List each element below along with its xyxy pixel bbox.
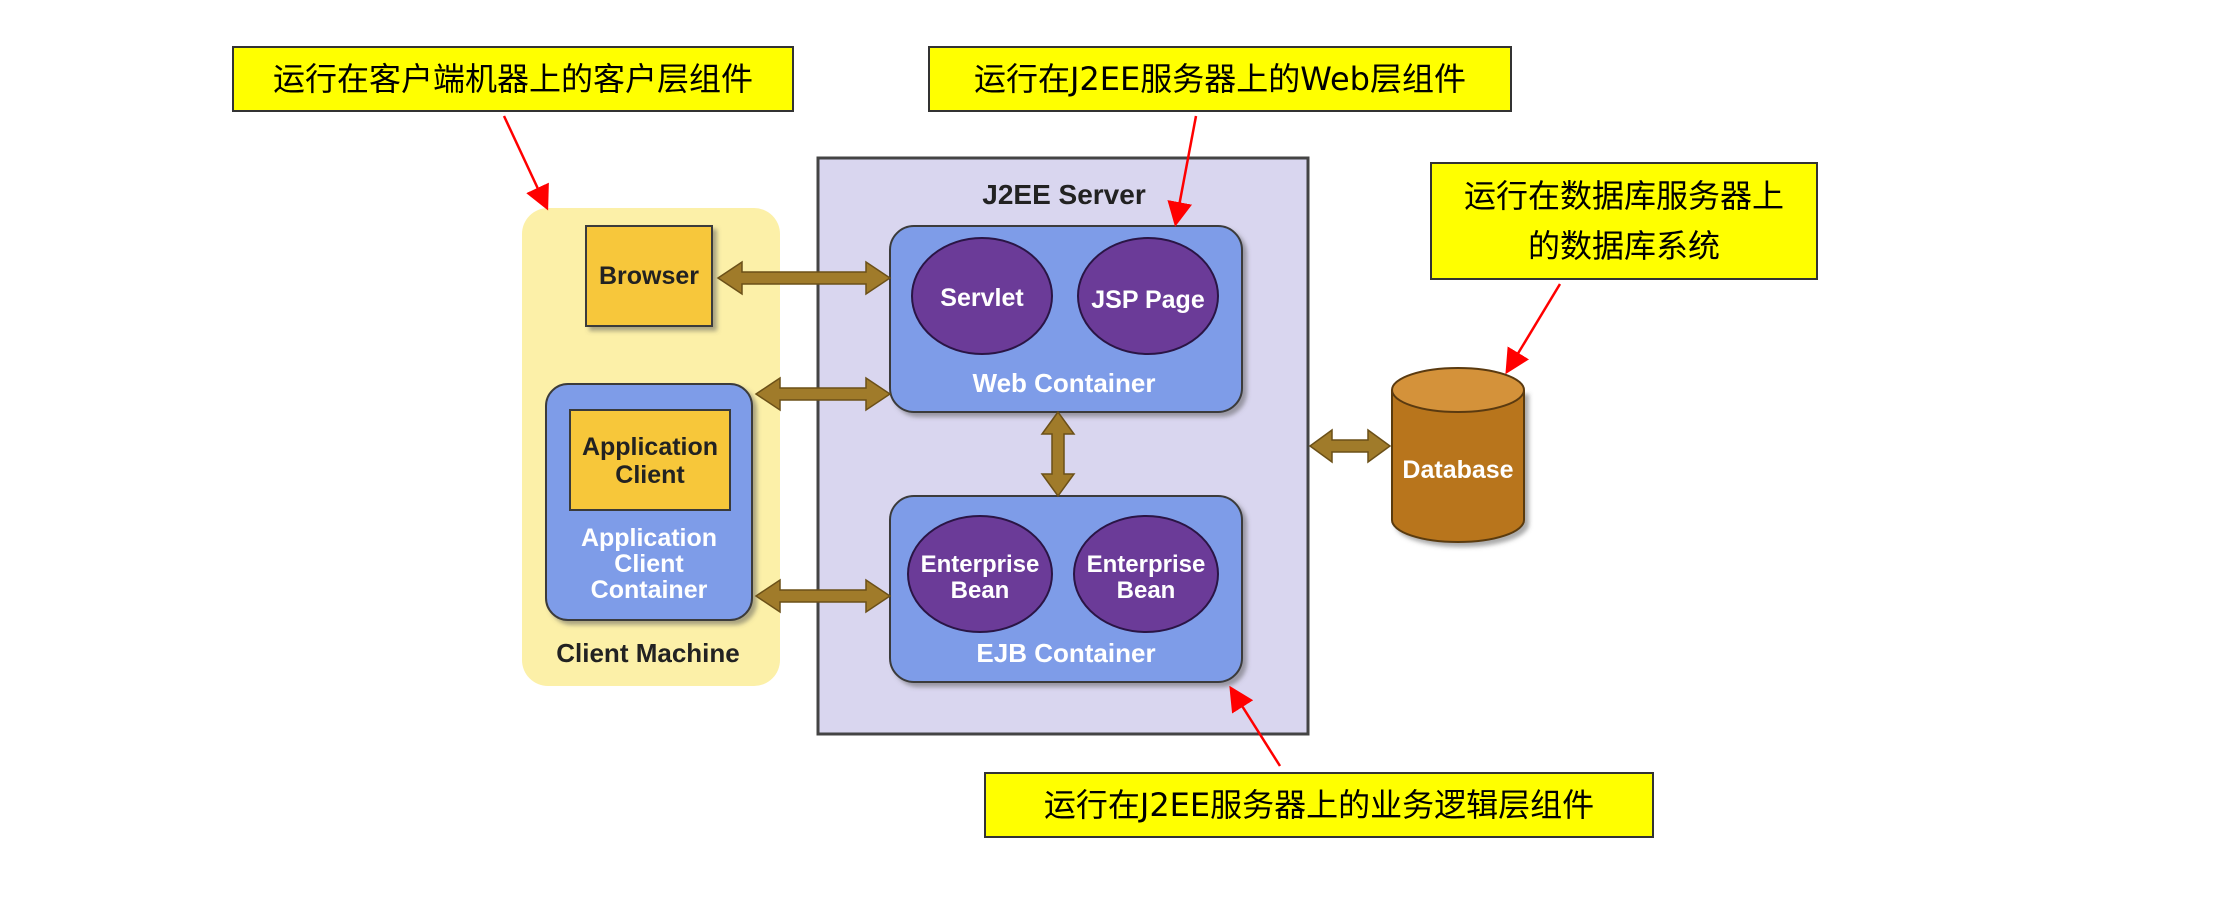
business-tier-callout-text: 运行在J2EE服务器上的业务逻辑层组件 xyxy=(1043,786,1595,824)
browser-web-arrow xyxy=(716,260,892,296)
app-container-label-line1: Application xyxy=(581,524,717,552)
jsp-page-component xyxy=(1077,237,1219,355)
database-callout-line1: 运行在数据库服务器上 xyxy=(1463,177,1784,215)
database-callout: 运行在数据库服务器上 的数据库系统 xyxy=(1430,162,1818,280)
server-title: J2EE Server xyxy=(982,179,1146,210)
enterprise-bean-1-line1: Enterprise xyxy=(921,551,1040,578)
app-container-label-line2: Client xyxy=(614,550,684,578)
callout-pointers xyxy=(502,115,1562,767)
database: Database xyxy=(1391,367,1525,543)
client-machine-label: Client Machine xyxy=(556,638,739,668)
enterprise-bean-2 xyxy=(1073,515,1219,633)
business-tier-pointer xyxy=(1229,685,1282,767)
enterprise-bean-1-line2: Bean xyxy=(951,577,1010,604)
servlet-component xyxy=(911,237,1053,355)
enterprise-bean-2-line2: Bean xyxy=(1117,577,1176,604)
web-container-label: Web Container xyxy=(973,368,1156,398)
application-client-container: Application Client Application Client Co… xyxy=(545,383,753,621)
ejb-container: Enterprise Bean Enterprise Bean EJB Cont… xyxy=(889,495,1243,683)
business-tier-callout: 运行在J2EE服务器上的业务逻辑层组件 xyxy=(984,772,1654,838)
enterprise-bean-1 xyxy=(907,515,1053,633)
server-database-arrow xyxy=(1308,428,1392,464)
client-tier-pointer xyxy=(502,115,549,211)
browser-box: Browser xyxy=(585,225,713,327)
jsp-page-label: JSP Page xyxy=(1091,286,1205,314)
connection-arrows xyxy=(716,260,1392,614)
web-container: Servlet JSP Page Web Container xyxy=(889,225,1243,413)
browser-label: Browser xyxy=(599,262,699,290)
web-tier-pointer xyxy=(1167,115,1198,227)
ejb-container-label: EJB Container xyxy=(976,638,1155,668)
app-container-label-line3: Container xyxy=(591,576,708,604)
application-client-label-line2: Client xyxy=(615,461,685,489)
web-tier-callout: 运行在J2EE服务器上的Web层组件 xyxy=(928,46,1512,112)
client-tier-callout: 运行在客户端机器上的客户层组件 xyxy=(232,46,794,112)
database-pointer xyxy=(1505,283,1562,375)
appclient-ejb-arrow xyxy=(754,578,892,614)
web-ejb-arrow xyxy=(1040,410,1076,498)
application-client-box xyxy=(569,409,731,511)
client-tier-callout-text: 运行在客户端机器上的客户层组件 xyxy=(272,60,753,98)
enterprise-bean-2-line1: Enterprise xyxy=(1087,551,1206,578)
database-label: Database xyxy=(1402,456,1513,484)
application-client-label-line1: Application xyxy=(582,433,718,461)
web-tier-callout-text: 运行在J2EE服务器上的Web层组件 xyxy=(973,60,1466,98)
appclient-web-arrow xyxy=(754,376,892,412)
servlet-label: Servlet xyxy=(940,284,1024,312)
database-callout-line2: 的数据库系统 xyxy=(1527,227,1720,265)
